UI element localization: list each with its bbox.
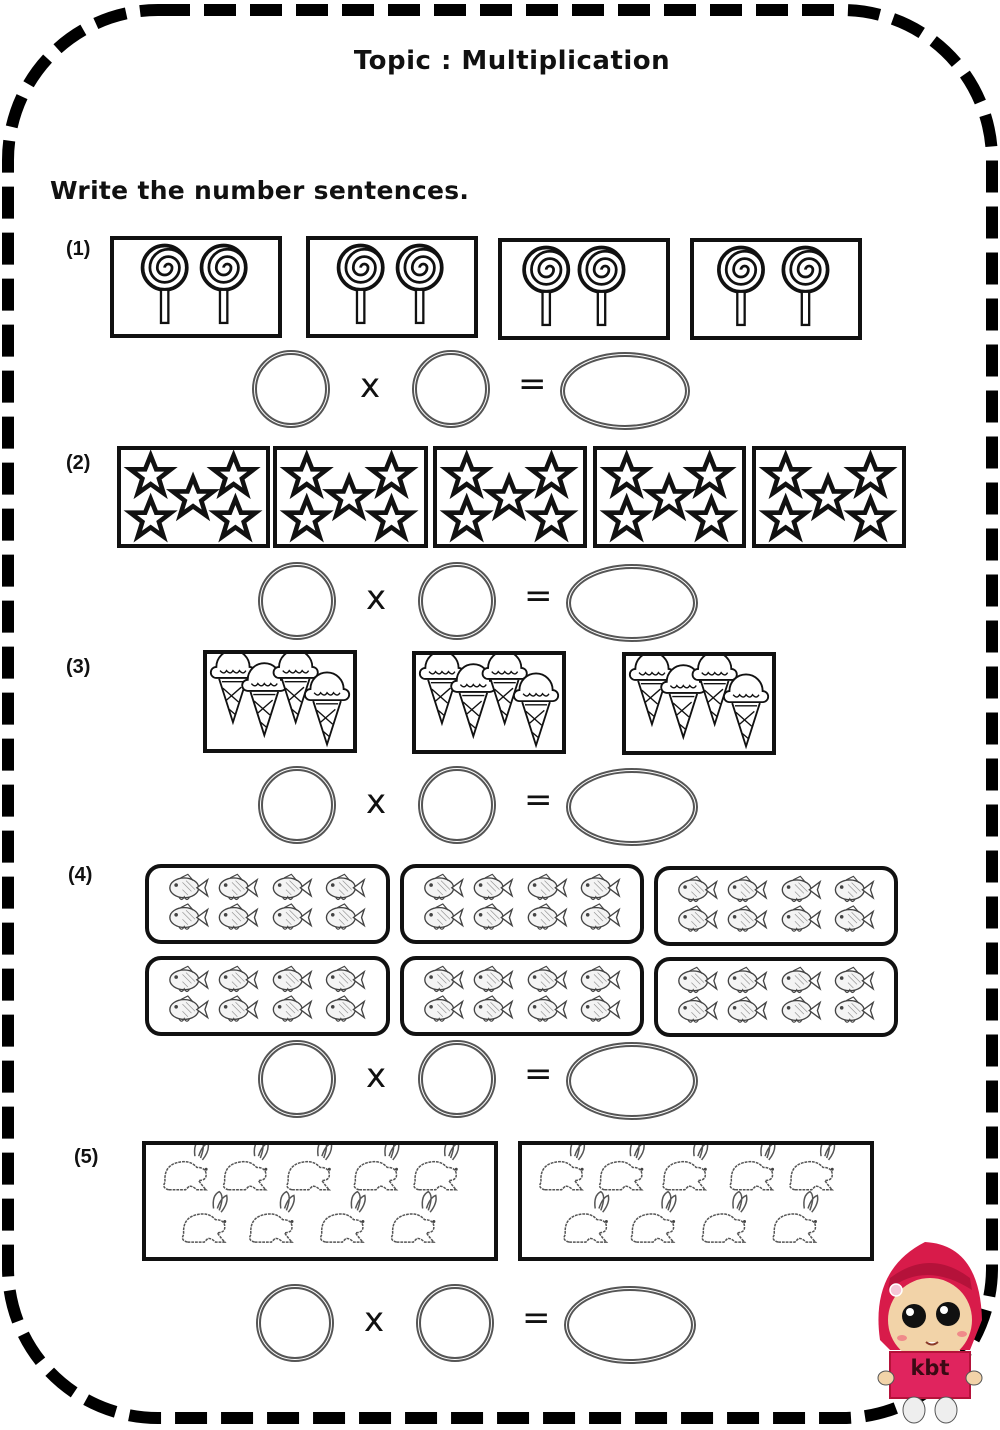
fish-group-box — [654, 957, 898, 1037]
mascot-icon — [877, 1242, 983, 1424]
question-2-label: (2) — [66, 452, 91, 474]
fish-icon — [424, 965, 620, 1022]
product-answer-oval[interactable] — [566, 564, 698, 642]
per-group-answer-circle[interactable] — [418, 1040, 496, 1118]
star-icon — [277, 450, 424, 544]
question-5-label: (5) — [74, 1146, 99, 1168]
star-icon — [437, 450, 583, 544]
multiply-sign: x — [360, 366, 381, 406]
fish-icon — [424, 873, 620, 930]
multiply-sign: x — [366, 782, 387, 822]
fish-group-box — [145, 864, 390, 944]
star-icon — [597, 450, 742, 544]
rabbit-icon — [539, 1145, 836, 1243]
fish-group-box — [145, 956, 390, 1036]
fish-icon — [678, 875, 874, 932]
lollipop-icon — [140, 243, 248, 325]
lollipop-group-box — [110, 236, 282, 338]
product-answer-oval[interactable] — [566, 1042, 698, 1120]
equals-sign: = — [524, 780, 553, 820]
product-answer-oval[interactable] — [564, 1286, 696, 1364]
equals-sign: = — [524, 576, 553, 616]
multiply-sign: x — [366, 578, 387, 618]
per-group-answer-circle[interactable] — [418, 562, 496, 640]
multiply-sign: x — [364, 1300, 385, 1340]
product-answer-oval[interactable] — [560, 352, 690, 430]
ice-cream-group-box — [203, 650, 357, 753]
rabbit-group-box — [142, 1141, 498, 1261]
star-group-box — [273, 446, 428, 548]
ice-cream-icon — [209, 654, 351, 746]
star-group-box — [752, 446, 906, 548]
per-group-answer-circle[interactable] — [412, 350, 490, 428]
question-3-label: (3) — [66, 656, 91, 678]
equals-sign: = — [524, 1054, 553, 1094]
star-icon — [756, 450, 902, 544]
mascot-sign-text: kbt — [910, 1356, 950, 1380]
fish-group-box — [400, 864, 644, 944]
lollipop-group-box — [498, 238, 670, 340]
ice-cream-group-box — [622, 652, 776, 755]
lollipop-group-box — [306, 236, 478, 338]
rabbit-icon — [163, 1145, 460, 1243]
per-group-answer-circle[interactable] — [416, 1284, 494, 1362]
ice-cream-icon — [628, 656, 770, 748]
groups-answer-circle[interactable] — [258, 766, 336, 844]
instruction-text: Write the number sentences. — [50, 176, 470, 205]
product-answer-oval[interactable] — [566, 768, 698, 846]
groups-answer-circle[interactable] — [258, 1040, 336, 1118]
per-group-answer-circle[interactable] — [418, 766, 496, 844]
question-4-label: (4) — [68, 864, 93, 886]
multiply-sign: x — [366, 1056, 387, 1096]
mascot-girl-illustration: kbt — [870, 1230, 990, 1425]
star-group-box — [433, 446, 587, 548]
groups-answer-circle[interactable] — [258, 562, 336, 640]
ice-cream-icon — [418, 655, 560, 747]
fish-icon — [169, 873, 365, 930]
fish-group-box — [400, 956, 644, 1036]
star-group-box — [593, 446, 746, 548]
lollipop-icon — [336, 243, 444, 325]
groups-answer-circle[interactable] — [256, 1284, 334, 1362]
star-group-box — [117, 446, 270, 548]
groups-answer-circle[interactable] — [252, 350, 330, 428]
fish-group-box — [654, 866, 898, 946]
page-title: Topic : Multiplication — [353, 46, 671, 76]
lollipop-icon — [717, 245, 830, 327]
star-icon — [121, 450, 266, 544]
ice-cream-group-box — [412, 651, 566, 754]
fish-icon — [678, 966, 874, 1023]
lollipop-icon — [522, 245, 626, 327]
fish-icon — [169, 965, 365, 1022]
question-1-label: (1) — [66, 238, 91, 260]
equals-sign: = — [522, 1298, 551, 1338]
lollipop-group-box — [690, 238, 862, 340]
equals-sign: = — [518, 364, 547, 404]
rabbit-group-box — [518, 1141, 874, 1261]
